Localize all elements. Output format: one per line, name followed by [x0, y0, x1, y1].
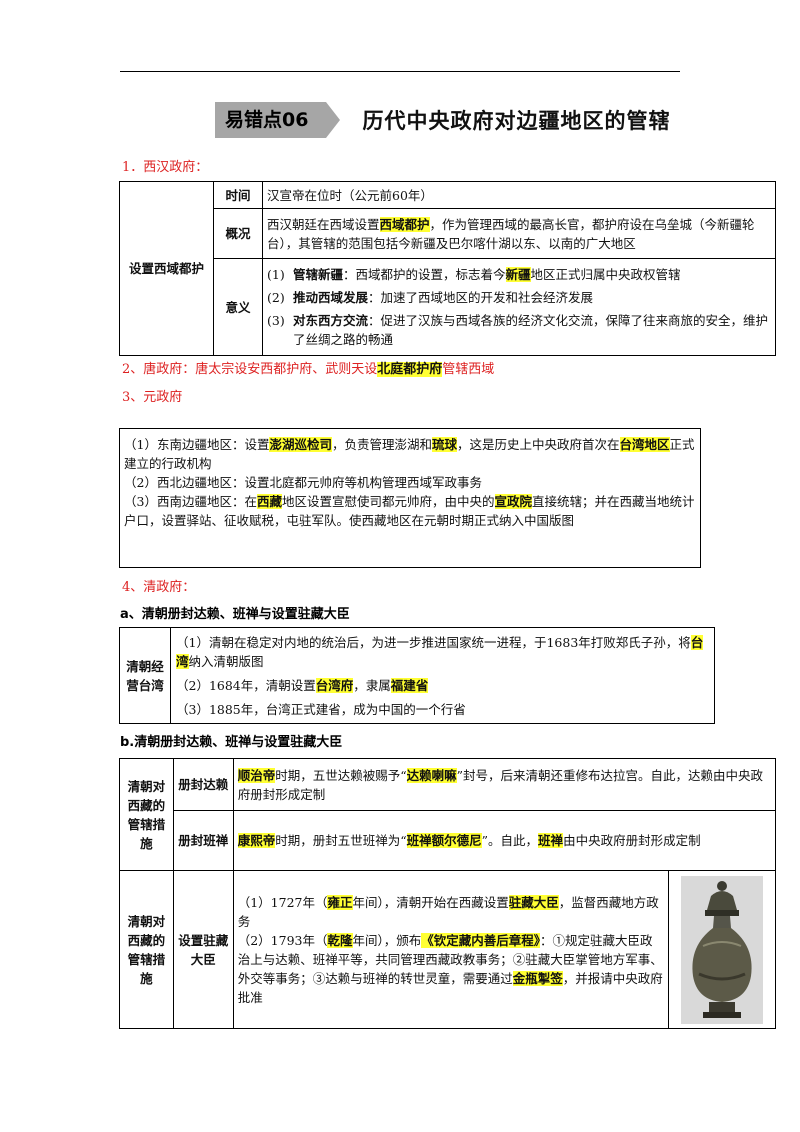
golden-urn-photo-cell — [668, 870, 776, 1029]
tibet-table: 清朝对西藏的管辖措施 册封达赖 顺治帝时期，五世达赖被赐予“达赖喇嘛”封号，后来… — [119, 758, 777, 1029]
s4-sub-b: b.清朝册封达赖、班禅与设置驻藏大臣 — [120, 735, 343, 750]
tibet-title-1: 清朝对西藏的管辖措施 — [119, 758, 174, 871]
yuan-p3: （3）西南边疆地区：在西藏地区设置宣慰使司都元帅府，由中央的宣政院直接统辖；并在… — [124, 494, 695, 528]
page-title: 历代中央政府对边疆地区的管辖 — [362, 109, 671, 133]
tibet-title-2: 清朝对西藏的管辖措施 — [119, 870, 174, 1029]
taiwan-content: （1）清朝在稳定对内地的统治后，为进一步推进国家统一进程，于1683年打败郑氏子… — [170, 627, 715, 724]
yuan-p1: （1）东南边疆地区：设置澎湖巡检司，负责管理澎湖和琉球，这是历史上中央政府首次在… — [124, 437, 695, 471]
taiwan-table: 清朝经营台湾 （1）清朝在稳定对内地的统治后，为进一步推进国家统一进程，于168… — [119, 627, 715, 724]
section-banner: 易错点06 历代中央政府对边疆地区的管辖 — [215, 100, 670, 140]
top-rule — [120, 71, 680, 72]
s1-heading: 1．西汉政府： — [122, 160, 209, 175]
yuan-box: （1）东南边疆地区：设置澎湖巡检司，负责管理澎湖和琉球，这是历史上中央政府首次在… — [119, 428, 701, 568]
s3-heading: 3、元政府 — [122, 390, 183, 405]
s4-heading: 4、清政府： — [122, 580, 196, 595]
s2-line: 2、唐政府：唐太宗设安西都护府、武则天设北庭都护府管辖西域 — [122, 362, 495, 377]
dalai-label: 册封达赖 — [172, 758, 234, 811]
xihan-table: 设置西域都护 时间 汉宣帝在位时（公元前60年） 概况 西汉朝廷在西域设置西域都… — [119, 181, 776, 356]
panchen-text: 康熙帝时期，册封五世班禅为“班禅额尔德尼”。自此，班禅由中央政府册封形成定制 — [232, 810, 777, 871]
golden-urn-image — [681, 875, 764, 1024]
xihan-row-title: 设置西域都护 — [119, 181, 214, 356]
meaning-label: 意义 — [213, 258, 263, 356]
time-text: 汉宣帝在位时（公元前60年） — [262, 181, 776, 209]
panchen-label: 册封班禅 — [172, 810, 234, 871]
amban-text: （1）1727年（雍正年间），清朝开始在西藏设置驻藏大臣，监督西藏地方政务 （2… — [232, 870, 670, 1029]
dalai-text: 顺治帝时期，五世达赖被赐予“达赖喇嘛”封号，后来清朝还重修布达拉宫。自此，达赖由… — [232, 758, 777, 811]
overview-text: 西汉朝廷在西域设置西域都护，作为管理西域的最高长官，都护府设在乌垒城（今新疆轮台… — [262, 208, 776, 259]
error-point-tag: 易错点06 — [215, 102, 341, 138]
yuan-p2: （2）西北边疆地区：设置北庭都元帅府等机构管理西域军政事务 — [124, 475, 482, 490]
meaning-list: (1)管辖新疆：西域都护的设置，标志着今新疆地区正式归属中央政权管辖 (2)推动… — [262, 258, 776, 356]
overview-label: 概况 — [213, 208, 263, 259]
s4-sub-a: a、清朝册封达赖、班禅与设置驻藏大臣 — [120, 607, 350, 622]
time-label: 时间 — [213, 181, 263, 209]
taiwan-title: 清朝经营台湾 — [119, 627, 171, 724]
amban-label: 设置驻藏大臣 — [172, 870, 234, 1029]
